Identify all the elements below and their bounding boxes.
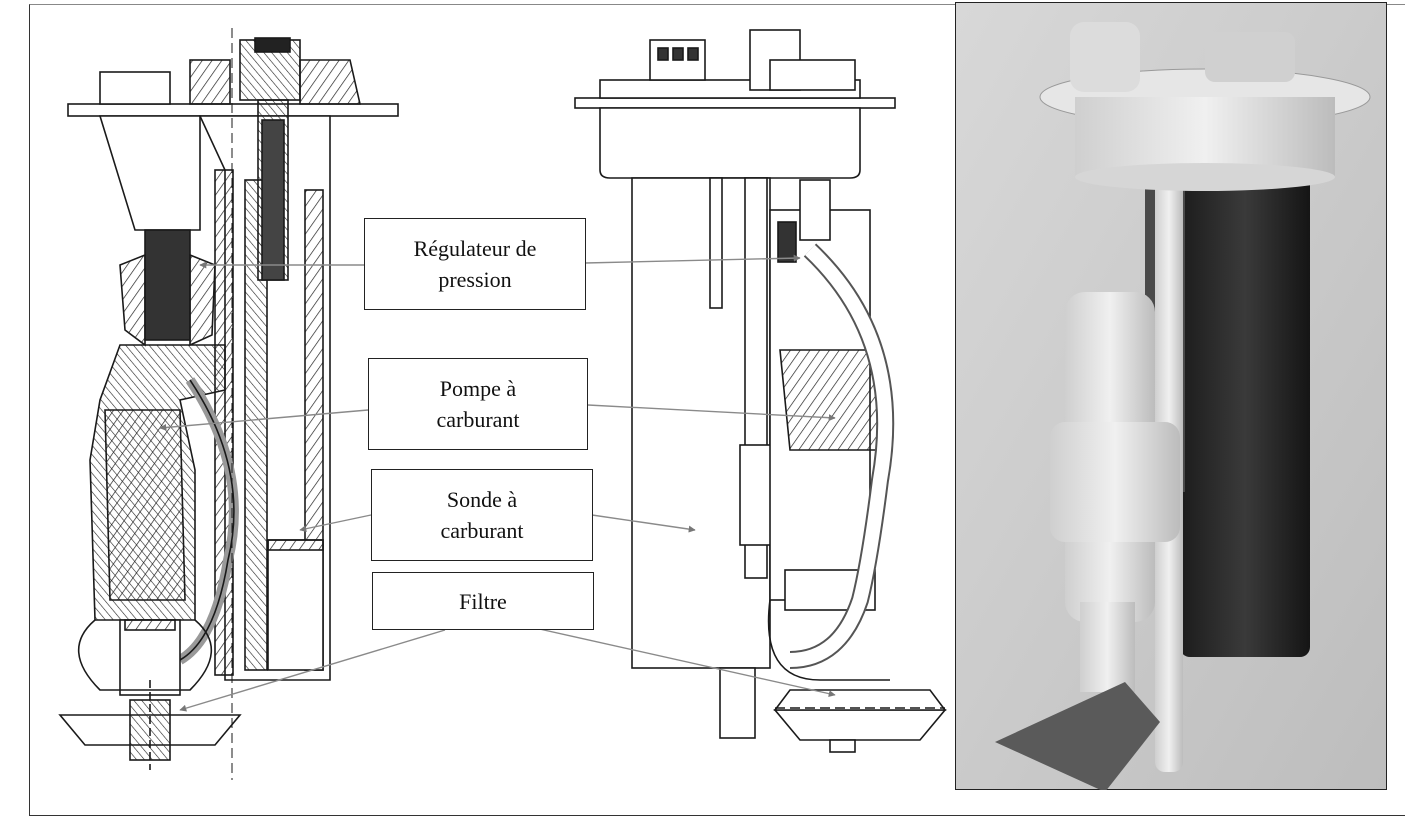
pump-module-photo — [955, 2, 1387, 790]
label-regulateur-line1: Régulateur de — [413, 236, 537, 261]
label-sonde-a-carburant: Sonde à carburant — [371, 469, 593, 561]
figure-frame — [29, 4, 1405, 816]
arrow-sonde-right — [591, 514, 696, 533]
arrow-regulateur-right — [584, 254, 801, 264]
label-regulateur-de-pression: Régulateur de pression — [364, 218, 586, 310]
label-pompe-line1: Pompe à — [439, 376, 517, 401]
arrow-pompe-right — [587, 404, 836, 422]
side-view-drawing — [574, 29, 947, 753]
label-pompe-a-carburant: Pompe à carburant — [368, 358, 588, 450]
label-regulateur-line2: pression — [438, 267, 512, 292]
label-filtre: Filtre — [372, 572, 594, 630]
label-filtre-line1: Filtre — [459, 588, 507, 614]
arrow-filtre-right — [534, 627, 836, 698]
arrow-sonde-left — [299, 514, 372, 533]
label-sonde-line1: Sonde à — [446, 487, 518, 512]
leader-arrows — [159, 254, 836, 712]
arrow-pompe-left — [159, 409, 369, 431]
label-sonde-line2: carburant — [440, 518, 524, 543]
cross-section-drawing — [58, 28, 399, 780]
arrow-filtre-left — [179, 629, 446, 712]
label-pompe-line2: carburant — [436, 407, 520, 432]
